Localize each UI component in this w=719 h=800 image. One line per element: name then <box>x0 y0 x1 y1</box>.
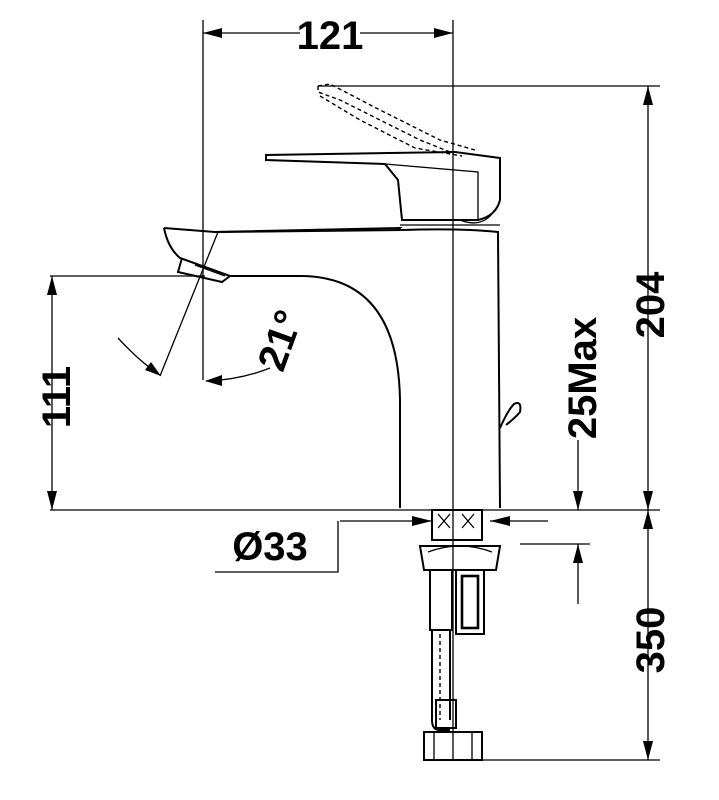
deck-thickness-dimension <box>520 440 590 604</box>
faucet-body <box>163 226 522 509</box>
angle-label: 21° <box>250 305 312 377</box>
deck-thickness-label: 25Max <box>561 317 605 439</box>
height-label: 204 <box>629 271 673 338</box>
hose-length-label: 350 <box>629 607 673 674</box>
spout-height-label: 111 <box>35 366 79 428</box>
mounting-hole-dimension <box>215 516 548 573</box>
angle-annotation <box>117 231 271 386</box>
width-label: 121 <box>297 14 364 58</box>
spout-height-dimension <box>47 275 205 510</box>
height-dimension <box>318 85 660 510</box>
width-dimension <box>202 20 454 760</box>
handle-open <box>317 83 476 157</box>
hose-length-dimension <box>482 510 660 761</box>
handle-closed <box>265 150 501 226</box>
supply-hose <box>423 569 483 761</box>
mounting-hole-label: Ø33 <box>232 525 308 569</box>
mounting-shank <box>418 509 502 635</box>
